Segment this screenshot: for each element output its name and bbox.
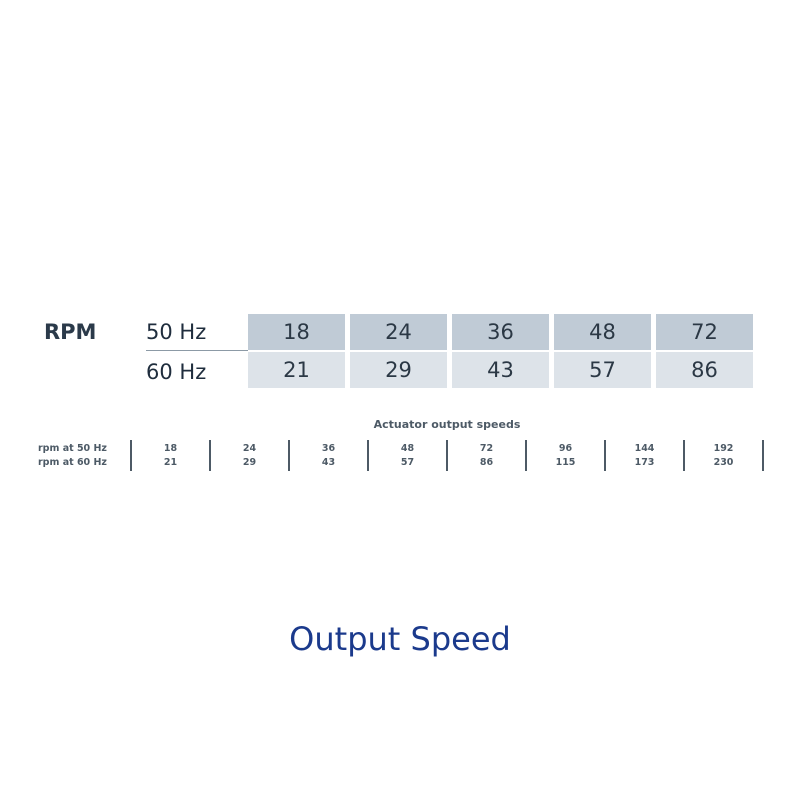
rpm-60hz-cell: 57 <box>554 352 651 388</box>
detail-table-title: Actuator output speeds <box>373 418 521 431</box>
rpm-50hz-cell: 48 <box>554 314 651 350</box>
detail-column: 144 173 <box>604 440 683 471</box>
detail-value-50hz: 96 <box>558 442 573 454</box>
rpm-label: RPM <box>44 320 97 344</box>
detail-column: 24 29 <box>209 440 288 471</box>
detail-column: 18 21 <box>130 440 209 471</box>
detail-column: 192 230 <box>683 440 762 471</box>
rpm-50hz-cell: 18 <box>248 314 345 350</box>
detail-value-50hz: 48 <box>400 442 415 454</box>
rpm-60hz-cell: 86 <box>656 352 753 388</box>
detail-row-label-50hz: rpm at 50 Hz <box>38 443 107 454</box>
detail-table: 18 21 24 29 36 43 48 57 72 86 96 115 144… <box>130 440 764 471</box>
rpm-50hz-cell: 72 <box>656 314 753 350</box>
hz-50-label: 50 Hz <box>146 320 207 344</box>
detail-value-50hz: 36 <box>321 442 336 454</box>
detail-value-50hz: 24 <box>242 442 257 454</box>
rpm-60hz-cell: 29 <box>350 352 447 388</box>
detail-column-end-divider <box>762 440 764 471</box>
detail-value-50hz: 72 <box>479 442 494 454</box>
detail-value-60hz: 230 <box>713 456 734 468</box>
detail-value-60hz: 21 <box>163 456 178 468</box>
detail-column: 36 43 <box>288 440 367 471</box>
detail-column: 96 115 <box>525 440 604 471</box>
detail-value-60hz: 43 <box>321 456 336 468</box>
detail-value-50hz: 18 <box>163 442 178 454</box>
detail-value-60hz: 115 <box>555 456 576 468</box>
detail-value-60hz: 173 <box>634 456 655 468</box>
detail-row-label-60hz: rpm at 60 Hz <box>38 457 107 468</box>
hz-60-label: 60 Hz <box>146 360 207 384</box>
detail-value-60hz: 57 <box>400 456 415 468</box>
detail-value-50hz: 192 <box>713 442 734 454</box>
rpm-60hz-cell: 21 <box>248 352 345 388</box>
rpm-table: 18 24 36 48 72 21 29 43 57 86 <box>248 314 753 388</box>
detail-column: 48 57 <box>367 440 446 471</box>
detail-value-50hz: 144 <box>634 442 655 454</box>
detail-value-60hz: 86 <box>479 456 494 468</box>
detail-column: 72 86 <box>446 440 525 471</box>
rpm-50hz-cell: 36 <box>452 314 549 350</box>
detail-value-60hz: 29 <box>242 456 257 468</box>
caption: Output Speed <box>289 620 511 658</box>
hz-label-divider <box>146 350 248 351</box>
rpm-50hz-cell: 24 <box>350 314 447 350</box>
rpm-60hz-cell: 43 <box>452 352 549 388</box>
